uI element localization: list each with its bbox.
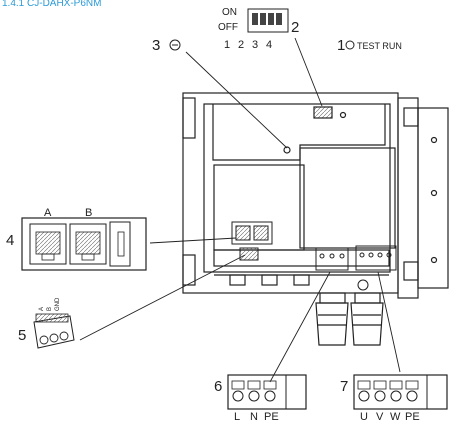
power-n-label: N <box>250 411 258 423</box>
test-run-label: TEST RUN <box>357 41 402 51</box>
callout-3: 3 <box>152 37 160 54</box>
power-terminal-detail: 6 L N PE <box>214 374 307 423</box>
rj45-detail: 4 A B <box>6 207 147 271</box>
motor-terminal-detail: 7 U V W PE <box>340 374 448 423</box>
rs485-b-label: B <box>47 307 53 311</box>
power-l-label: L <box>234 411 240 423</box>
device-body <box>182 92 449 346</box>
dip-on-label: ON <box>222 7 237 18</box>
dip-pos-1: 1 <box>224 39 230 51</box>
dip-switch-detail: ON OFF 1 2 3 4 2 <box>218 7 299 51</box>
device-rj45-block <box>231 221 273 261</box>
motor-u-label: U <box>360 411 368 423</box>
dip-off-label: OFF <box>218 22 238 33</box>
callout-6: 6 <box>214 378 222 395</box>
rs485-a-label: A <box>39 307 45 311</box>
callout-5: 5 <box>18 327 26 344</box>
rj45-b-label: B <box>85 207 92 219</box>
dip-pos-4: 4 <box>266 39 272 51</box>
leader-lines <box>79 37 401 383</box>
motor-w-label: W <box>390 411 401 423</box>
rs485-gnd-label: GND <box>55 297 61 311</box>
callout-2: 2 <box>291 19 299 36</box>
test-run-callout: 1 TEST RUN <box>337 37 402 54</box>
motor-pe-label: PE <box>405 411 420 423</box>
device-terminal-blocks <box>315 245 397 291</box>
callout-3-group: 3 <box>152 37 181 54</box>
callout-7: 7 <box>340 378 348 395</box>
power-pe-label: PE <box>264 411 279 423</box>
motor-v-label: V <box>376 411 384 423</box>
rs485-detail: 5 A B GND <box>18 297 75 349</box>
rj45-a-label: A <box>44 207 52 219</box>
dip-pos-3: 3 <box>252 39 258 51</box>
callout-1: 1 <box>337 37 345 54</box>
callout-4: 4 <box>6 232 14 249</box>
page-title: 1.4.1 CJ-DAHX-P6NM <box>2 0 102 9</box>
dip-pos-2: 2 <box>238 39 244 51</box>
